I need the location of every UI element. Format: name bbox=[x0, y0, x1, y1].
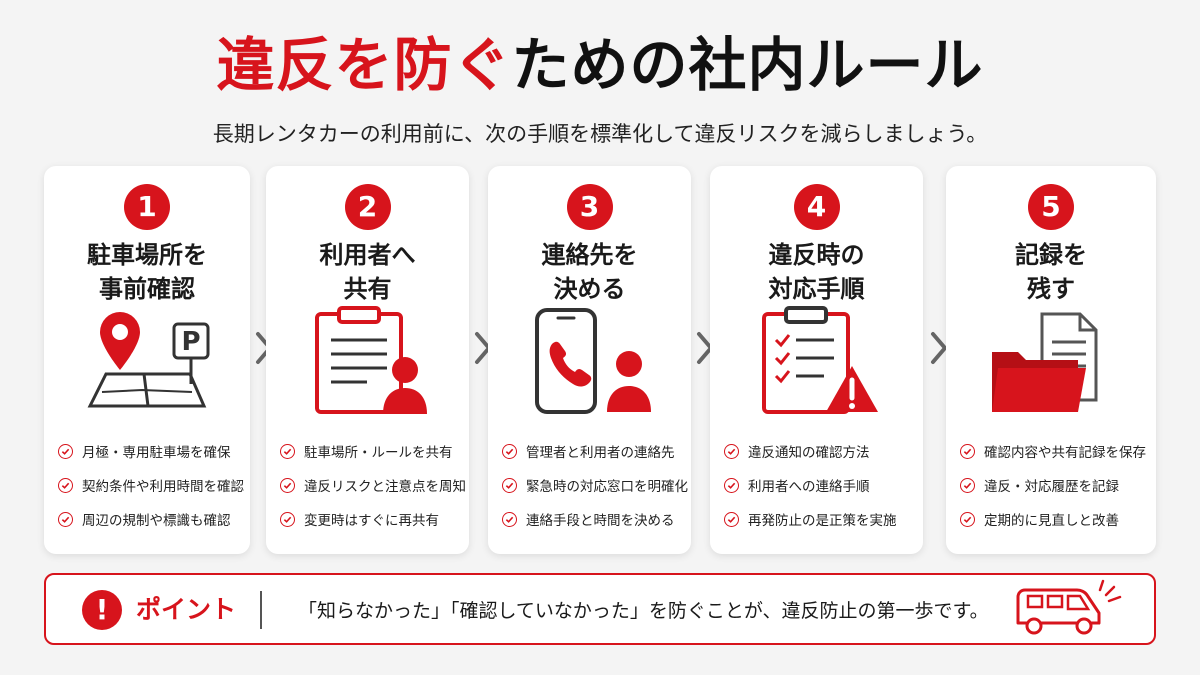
list-item-text: 月極・専用駐車場を確保 bbox=[82, 445, 231, 461]
list-item-text: 契約条件や利用時間を確認 bbox=[82, 479, 244, 495]
step-title-line1: 記録を bbox=[1015, 241, 1087, 269]
step-card-2: 2 利用者へ 共有 駐車場所・ルールを共有 違反リスクと注意点を周知 変更時はす… bbox=[266, 166, 469, 554]
list-item-text: 利用者への連絡手順 bbox=[748, 479, 870, 495]
step-title: 駐車場所を 事前確認 bbox=[44, 238, 250, 306]
check-circle-icon bbox=[960, 511, 975, 527]
list-item-text: 定期的に見直しと改善 bbox=[984, 513, 1119, 529]
list-item: 利用者への連絡手順 bbox=[724, 468, 915, 502]
list-item-text: 違反リスクと注意点を周知 bbox=[304, 479, 466, 495]
check-circle-icon bbox=[960, 477, 975, 493]
step-card-4: 4 違反時の 対応手順 違反通知の確認方法 利用者への連絡手順 再発防止の是正策… bbox=[710, 166, 923, 554]
folder-document-icon bbox=[986, 306, 1116, 416]
step-number-badge: 1 bbox=[124, 184, 170, 230]
check-circle-icon bbox=[960, 443, 975, 459]
step-title: 利用者へ 共有 bbox=[266, 238, 469, 306]
check-circle-icon bbox=[58, 443, 73, 459]
step-card-3: 3 連絡先を 決める 管理者と利用者の連絡先 緊急時の対応窓口を明確化 連絡手段… bbox=[488, 166, 691, 554]
list-item: 再発防止の是正策を実施 bbox=[724, 502, 915, 536]
check-circle-icon bbox=[280, 511, 295, 527]
step-title: 記録を 残す bbox=[946, 238, 1156, 306]
list-item: 管理者と利用者の連絡先 bbox=[502, 434, 683, 468]
delivery-truck-icon bbox=[1014, 579, 1124, 641]
list-item-text: 連絡手段と時間を決める bbox=[526, 513, 675, 529]
list-item-text: 管理者と利用者の連絡先 bbox=[526, 445, 675, 461]
list-item-text: 緊急時の対応窓口を明確化 bbox=[526, 479, 688, 495]
check-circle-icon bbox=[724, 443, 739, 459]
step-number-badge: 4 bbox=[793, 184, 840, 230]
check-circle-icon bbox=[280, 477, 295, 493]
list-item: 違反通知の確認方法 bbox=[724, 434, 915, 468]
clipboard-user-icon bbox=[303, 306, 433, 416]
step-title-line1: 連絡先を bbox=[541, 241, 638, 269]
check-circle-icon bbox=[502, 511, 517, 527]
chevron-right-icon bbox=[928, 330, 950, 366]
check-circle-icon bbox=[502, 443, 517, 459]
checklist-warning-icon bbox=[752, 306, 882, 416]
step-title-line1: 違反時の bbox=[768, 241, 865, 269]
list-item: 変更時はすぐに再共有 bbox=[280, 502, 461, 536]
list-item: 定期的に見直しと改善 bbox=[960, 502, 1148, 536]
step-title-line1: 駐車場所を bbox=[87, 241, 207, 269]
step-number-badge: 2 bbox=[344, 184, 391, 230]
page-title-rest: ための社内ルール bbox=[511, 31, 984, 99]
list-item: 違反リスクと注意点を周知 bbox=[280, 468, 466, 502]
step-title-line2: 共有 bbox=[343, 275, 392, 303]
check-circle-icon bbox=[58, 511, 73, 527]
list-item: 周辺の規制や標識も確認 bbox=[58, 502, 242, 536]
step-title-line2: 残す bbox=[1027, 275, 1075, 303]
step-number-badge: 3 bbox=[566, 184, 613, 230]
list-item: 月極・専用駐車場を確保 bbox=[58, 434, 242, 468]
list-item: 契約条件や利用時間を確認 bbox=[58, 468, 244, 502]
point-text: 「知らなかった」「確認していなかった」を防ぐことが、違反防止の第一歩です。 bbox=[298, 600, 989, 622]
list-item-text: 再発防止の是正策を実施 bbox=[748, 513, 897, 529]
step-title-line2: 事前確認 bbox=[99, 275, 195, 303]
list-item-text: 周辺の規制や標識も確認 bbox=[82, 513, 231, 529]
point-label: ポイント bbox=[136, 595, 237, 624]
step-title: 連絡先を 決める bbox=[488, 238, 691, 306]
step-card-5: 5 記録を 残す 確認内容や共有記録を保存 違反・対応履歴を記録 定期的に見直し… bbox=[946, 166, 1156, 554]
exclamation-icon: ! bbox=[82, 590, 122, 630]
list-item-text: 違反・対応履歴を記録 bbox=[984, 479, 1119, 495]
phone-user-icon bbox=[525, 306, 655, 416]
step-card-1: 1 駐車場所を 事前確認 P 月極・専用駐車場を確保 契約条件や利用時間を確認 … bbox=[44, 166, 250, 554]
step-points-list: 駐車場所・ルールを共有 違反リスクと注意点を周知 変更時はすぐに再共有 bbox=[280, 434, 466, 536]
list-item-text: 駐車場所・ルールを共有 bbox=[304, 445, 453, 461]
check-circle-icon bbox=[724, 511, 739, 527]
divider bbox=[260, 591, 262, 629]
step-title-line2: 決める bbox=[553, 275, 626, 303]
map-parking-icon: P bbox=[82, 306, 212, 416]
list-item-text: 確認内容や共有記録を保存 bbox=[984, 445, 1146, 461]
step-title: 違反時の 対応手順 bbox=[710, 238, 923, 306]
page-title: 違反を防ぐための社内ルール bbox=[0, 30, 1200, 100]
page-subtitle: 長期レンタカーの利用前に、次の手順を標準化して違反リスクを減らしましょう。 bbox=[212, 122, 988, 146]
step-points-list: 月極・専用駐車場を確保 契約条件や利用時間を確認 周辺の規制や標識も確認 bbox=[58, 434, 244, 536]
list-item: 確認内容や共有記録を保存 bbox=[960, 434, 1148, 468]
check-circle-icon bbox=[502, 477, 517, 493]
step-title-line1: 利用者へ bbox=[319, 241, 416, 269]
svg-text:P: P bbox=[181, 327, 200, 357]
step-points-list: 確認内容や共有記録を保存 違反・対応履歴を記録 定期的に見直しと改善 bbox=[960, 434, 1148, 536]
step-points-list: 管理者と利用者の連絡先 緊急時の対応窓口を明確化 連絡手段と時間を決める bbox=[502, 434, 688, 536]
page-title-highlight: 違反を防ぐ bbox=[216, 31, 512, 99]
list-item: 違反・対応履歴を記録 bbox=[960, 468, 1148, 502]
point-callout: ! ポイント 「知らなかった」「確認していなかった」を防ぐことが、違反防止の第一… bbox=[44, 573, 1156, 645]
check-circle-icon bbox=[58, 477, 73, 493]
check-circle-icon bbox=[280, 443, 295, 459]
step-points-list: 違反通知の確認方法 利用者への連絡手順 再発防止の是正策を実施 bbox=[724, 434, 915, 536]
list-item: 駐車場所・ルールを共有 bbox=[280, 434, 461, 468]
list-item-text: 変更時はすぐに再共有 bbox=[304, 513, 439, 529]
list-item: 緊急時の対応窓口を明確化 bbox=[502, 468, 688, 502]
list-item: 連絡手段と時間を決める bbox=[502, 502, 683, 536]
step-title-line2: 対応手順 bbox=[768, 275, 865, 303]
step-number-badge: 5 bbox=[1028, 184, 1074, 230]
check-circle-icon bbox=[724, 477, 739, 493]
list-item-text: 違反通知の確認方法 bbox=[748, 445, 870, 461]
